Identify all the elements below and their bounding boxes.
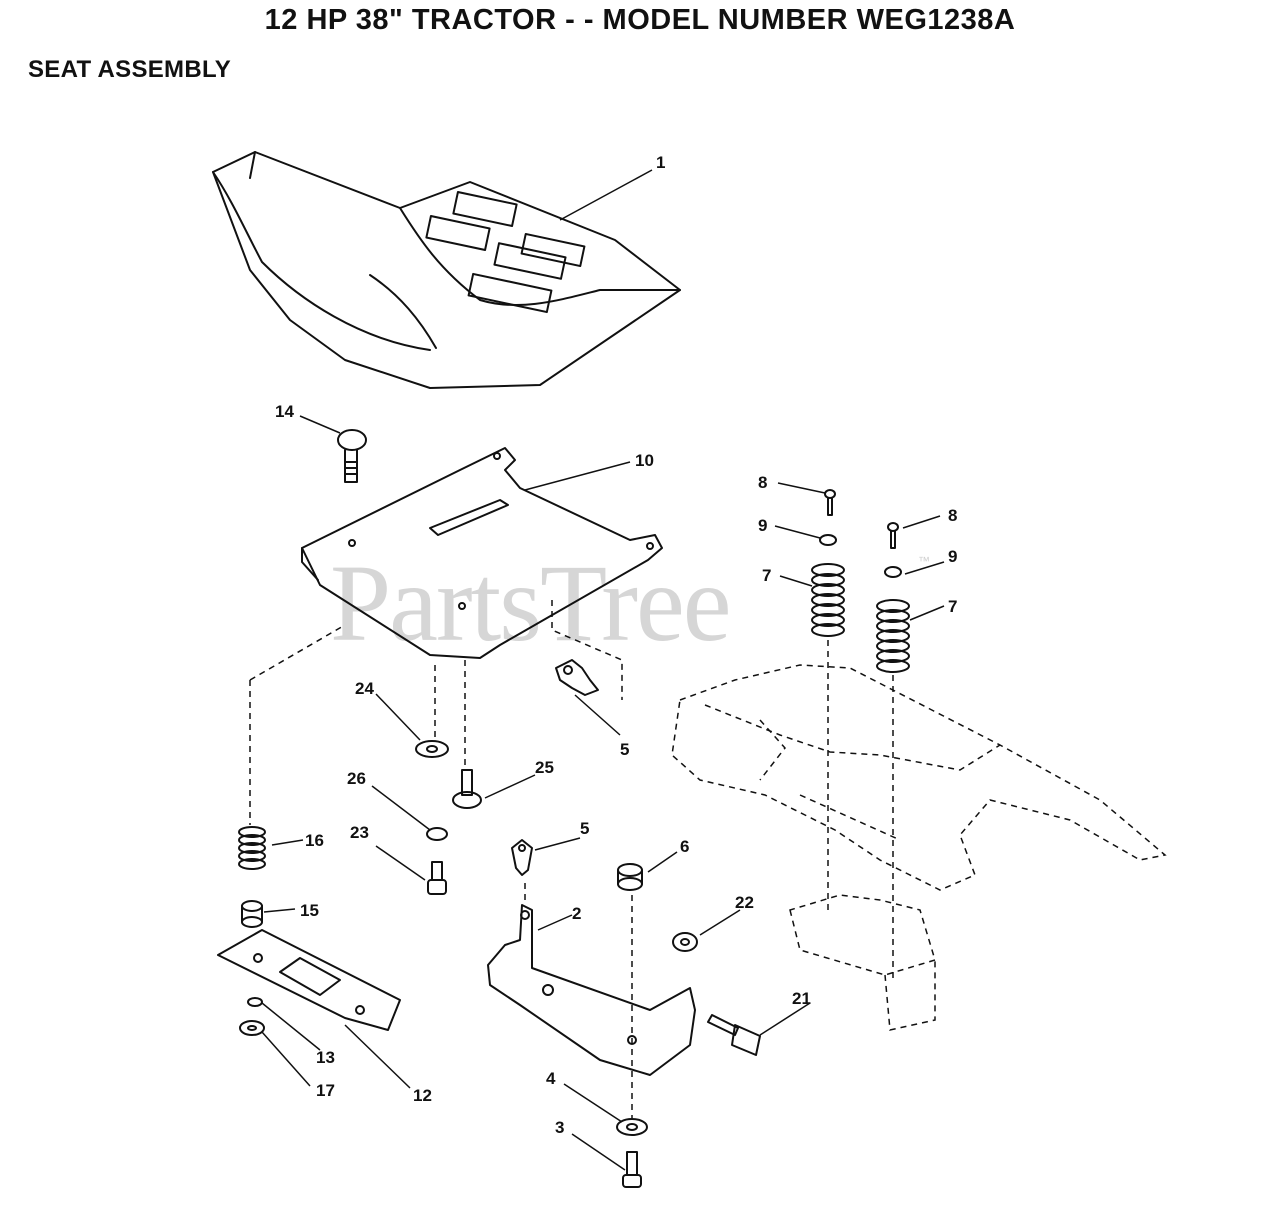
callout-13: 13 — [316, 1048, 335, 1067]
callout-16: 16 — [305, 831, 324, 850]
callout-5: 5 — [580, 819, 589, 838]
nut-part-22 — [672, 932, 698, 952]
callout-6: 6 — [680, 837, 689, 856]
callout-4: 4 — [546, 1069, 556, 1088]
tractor-frame-outline — [249, 600, 1167, 1118]
bolt-part-23 — [427, 861, 447, 895]
callout-8: 8 — [758, 473, 767, 492]
bolt-part-21 — [707, 1014, 761, 1056]
nut-part-6 — [617, 863, 643, 891]
callout-23: 23 — [350, 823, 369, 842]
watermark-text: PartsTree — [330, 542, 730, 664]
leader-lines — [261, 169, 945, 1171]
callout-24: 24 — [355, 679, 374, 698]
callout-labels: 1 14 10 8 8 9 9 7 7 24 5 26 25 23 16 5 6… — [275, 153, 957, 1137]
callout-12: 12 — [413, 1086, 432, 1105]
spring-part-16 — [238, 826, 266, 870]
washer-part-4 — [616, 1118, 648, 1136]
plate-part-12 — [217, 929, 401, 1031]
bolt-part-25 — [452, 769, 482, 809]
page-title: 12 HP 38" TRACTOR - - MODEL NUMBER WEG12… — [264, 4, 1016, 36]
lockwasher-part-26 — [426, 827, 448, 841]
spring-stack-left — [811, 489, 845, 637]
callout-10: 10 — [635, 451, 654, 470]
callout-25: 25 — [535, 758, 554, 777]
washer-part-24 — [415, 740, 449, 758]
callout-21: 21 — [792, 989, 811, 1008]
callout-3: 3 — [555, 1118, 564, 1137]
clip-part-5-lower — [511, 839, 533, 876]
bolt-part-14 — [337, 429, 367, 483]
callout-7: 7 — [762, 566, 771, 585]
callout-17: 17 — [316, 1081, 335, 1100]
bracket-part-2 — [487, 904, 696, 1076]
nut-part-17 — [239, 1020, 265, 1036]
callout-9: 9 — [758, 516, 767, 535]
seat-part — [212, 151, 681, 389]
spring-stack-right — [876, 522, 910, 673]
callout-15: 15 — [300, 901, 319, 920]
callout-26: 26 — [347, 769, 366, 788]
clip-part-5-upper — [555, 659, 599, 696]
callout-8: 8 — [948, 506, 957, 525]
callout-9: 9 — [948, 547, 957, 566]
nut-part-13 — [247, 997, 263, 1007]
callout-2: 2 — [572, 904, 581, 923]
callout-14: 14 — [275, 402, 294, 421]
callout-1: 1 — [656, 153, 665, 172]
bolt-part-3 — [622, 1151, 642, 1188]
watermark-trademark: ™ — [918, 554, 930, 568]
section-title: SEAT ASSEMBLY — [28, 56, 232, 83]
callout-22: 22 — [735, 893, 754, 912]
seat-pan-part — [301, 447, 663, 659]
bushing-part-15 — [241, 900, 263, 928]
callout-5: 5 — [620, 740, 629, 759]
callout-7: 7 — [948, 597, 957, 616]
